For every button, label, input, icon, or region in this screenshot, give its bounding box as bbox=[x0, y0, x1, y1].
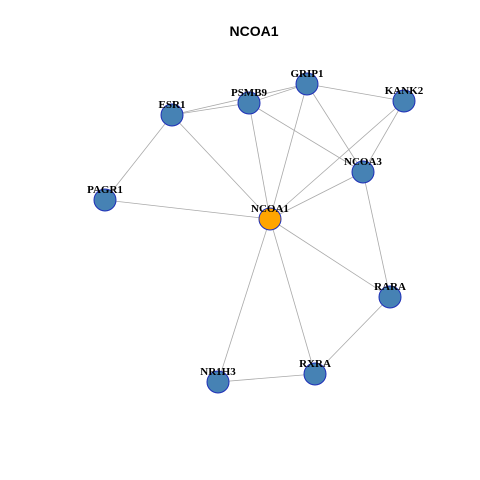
node-circle-rxra bbox=[303, 362, 327, 386]
node-ncoa3: NCOA3 bbox=[344, 156, 382, 184]
node-circle-ncoa3 bbox=[351, 160, 375, 184]
node-psmb9: PSMB9 bbox=[231, 87, 268, 115]
edges-layer bbox=[104, 83, 405, 383]
edge-rara-rxra bbox=[314, 296, 391, 375]
node-label-grip1: GRIP1 bbox=[291, 68, 324, 80]
edge-grip1-ncoa3 bbox=[306, 83, 364, 173]
node-label-rxra: RXRA bbox=[299, 358, 331, 370]
node-circle-ncoa1 bbox=[258, 207, 282, 231]
edge-ncoa1-kank2 bbox=[269, 100, 405, 220]
node-circle-nr1h3 bbox=[206, 370, 230, 394]
node-label-psmb9: PSMB9 bbox=[231, 87, 268, 99]
edge-ncoa1-psmb9 bbox=[248, 102, 271, 220]
edge-psmb9-ncoa3 bbox=[248, 102, 364, 173]
edge-rxra-nr1h3 bbox=[217, 373, 316, 383]
node-nr1h3: NR1H3 bbox=[200, 366, 236, 394]
node-label-esr1: ESR1 bbox=[159, 99, 186, 111]
edge-kank2-ncoa3 bbox=[362, 100, 405, 173]
edge-psmb9-esr1 bbox=[171, 102, 250, 116]
node-label-nr1h3: NR1H3 bbox=[200, 366, 236, 378]
edge-ncoa1-grip1 bbox=[269, 83, 308, 220]
edge-grip1-kank2 bbox=[306, 83, 405, 102]
node-esr1: ESR1 bbox=[159, 99, 186, 127]
node-label-rara: RARA bbox=[374, 281, 406, 293]
diagram-title: NCOA1 bbox=[229, 23, 278, 39]
node-circle-pagr1 bbox=[93, 188, 117, 212]
node-pagr1: PAGR1 bbox=[87, 184, 123, 212]
edge-ncoa1-nr1h3 bbox=[217, 218, 271, 383]
node-circle-esr1 bbox=[160, 103, 184, 127]
node-circle-rara bbox=[378, 285, 402, 309]
edge-ncoa1-pagr1 bbox=[104, 199, 271, 220]
edge-esr1-pagr1 bbox=[104, 114, 173, 201]
edge-ncoa1-rxra bbox=[269, 218, 316, 375]
node-grip1: GRIP1 bbox=[291, 68, 324, 96]
node-label-ncoa3: NCOA3 bbox=[344, 156, 382, 168]
node-ncoa1: NCOA1 bbox=[251, 203, 289, 231]
node-label-pagr1: PAGR1 bbox=[87, 184, 123, 196]
node-label-ncoa1: NCOA1 bbox=[251, 203, 289, 215]
edge-ncoa3-rara bbox=[362, 171, 391, 298]
node-circle-kank2 bbox=[392, 89, 416, 113]
node-label-kank2: KANK2 bbox=[385, 85, 424, 97]
node-rxra: RXRA bbox=[299, 358, 331, 386]
edge-ncoa1-esr1 bbox=[171, 114, 271, 220]
edge-ncoa1-ncoa3 bbox=[269, 171, 364, 220]
edge-ncoa1-rara bbox=[269, 218, 391, 298]
node-kank2: KANK2 bbox=[385, 85, 424, 113]
node-circle-grip1 bbox=[295, 72, 319, 96]
node-rara: RARA bbox=[374, 281, 406, 309]
node-circle-psmb9 bbox=[237, 91, 261, 115]
